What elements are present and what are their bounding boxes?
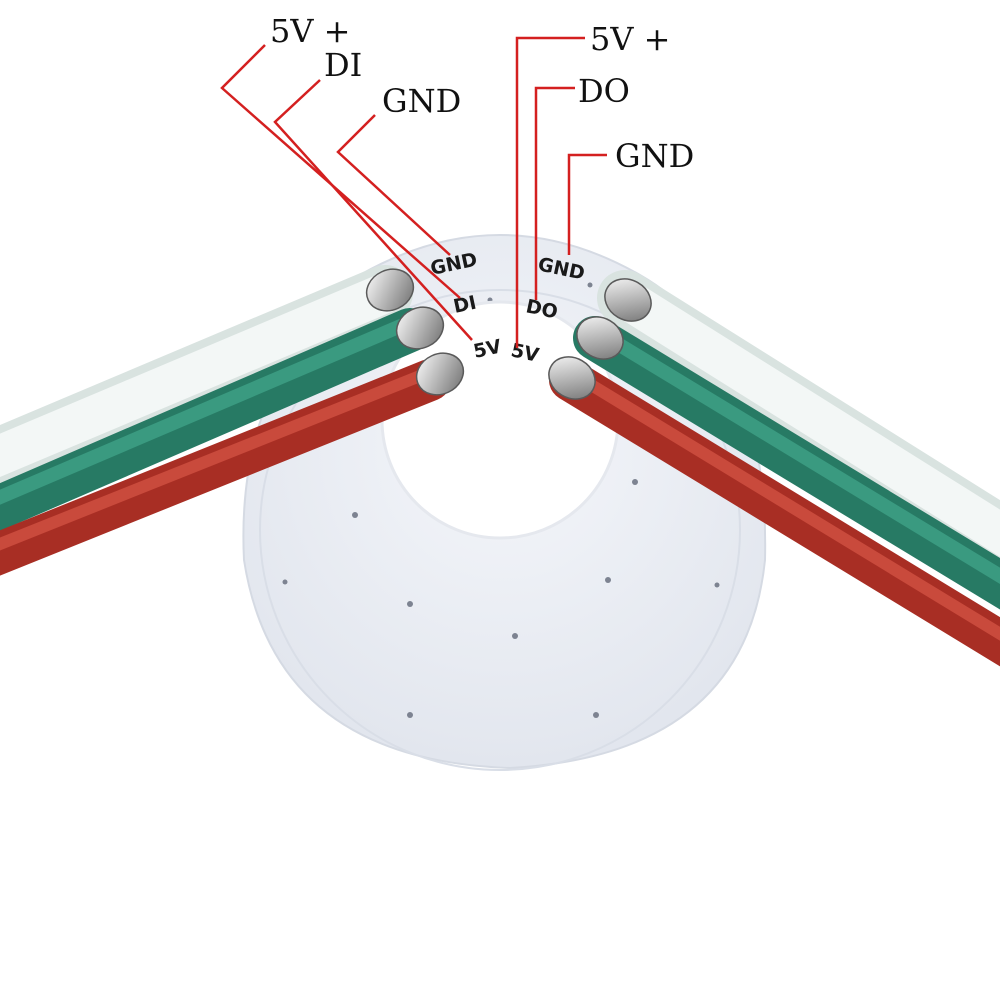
right-red-wire bbox=[549, 359, 1000, 667]
solder-joint-right-5v bbox=[548, 356, 596, 400]
solder-joints bbox=[365, 268, 652, 400]
solder-joint-right-do bbox=[576, 316, 624, 360]
left-wire-bundle bbox=[0, 265, 451, 576]
leader-right-gnd bbox=[567, 153, 607, 255]
leader-left-gnd bbox=[336, 114, 451, 256]
callout-left-5v: 5V + bbox=[270, 12, 350, 50]
leader-right-do bbox=[534, 86, 575, 300]
pcb-inner-ring-line bbox=[259, 289, 741, 771]
left-red-wire-highlight bbox=[0, 366, 436, 551]
callout-right-5v: 5V + bbox=[590, 20, 670, 58]
callout-labels: 5V + DI GND 5V + DO GND bbox=[270, 12, 694, 175]
leader-right-5v bbox=[515, 36, 585, 348]
callout-right-gnd: GND bbox=[615, 137, 694, 175]
right-white-wire-highlight bbox=[605, 278, 1000, 557]
left-green-wire-highlight bbox=[0, 315, 417, 505]
leader-left-5v bbox=[220, 44, 461, 299]
solder-joint-right-gnd bbox=[604, 278, 652, 322]
solder-joint-left-5v bbox=[415, 352, 465, 396]
left-red-wire bbox=[0, 359, 451, 576]
leader-left-di bbox=[273, 79, 473, 341]
left-green-wire bbox=[0, 308, 432, 532]
leader-lines bbox=[220, 36, 607, 348]
callout-left-di: DI bbox=[324, 46, 362, 84]
right-wire-bundle bbox=[549, 270, 1000, 667]
right-green-wire-highlight bbox=[588, 323, 1000, 584]
left-white-wire-highlight bbox=[0, 273, 405, 478]
callout-right-do: DO bbox=[578, 72, 630, 110]
right-red-wire-highlight bbox=[564, 366, 1000, 641]
callout-left-gnd: GND bbox=[382, 82, 461, 120]
solder-joint-left-gnd bbox=[365, 268, 415, 312]
solder-joint-left-di bbox=[395, 306, 445, 350]
